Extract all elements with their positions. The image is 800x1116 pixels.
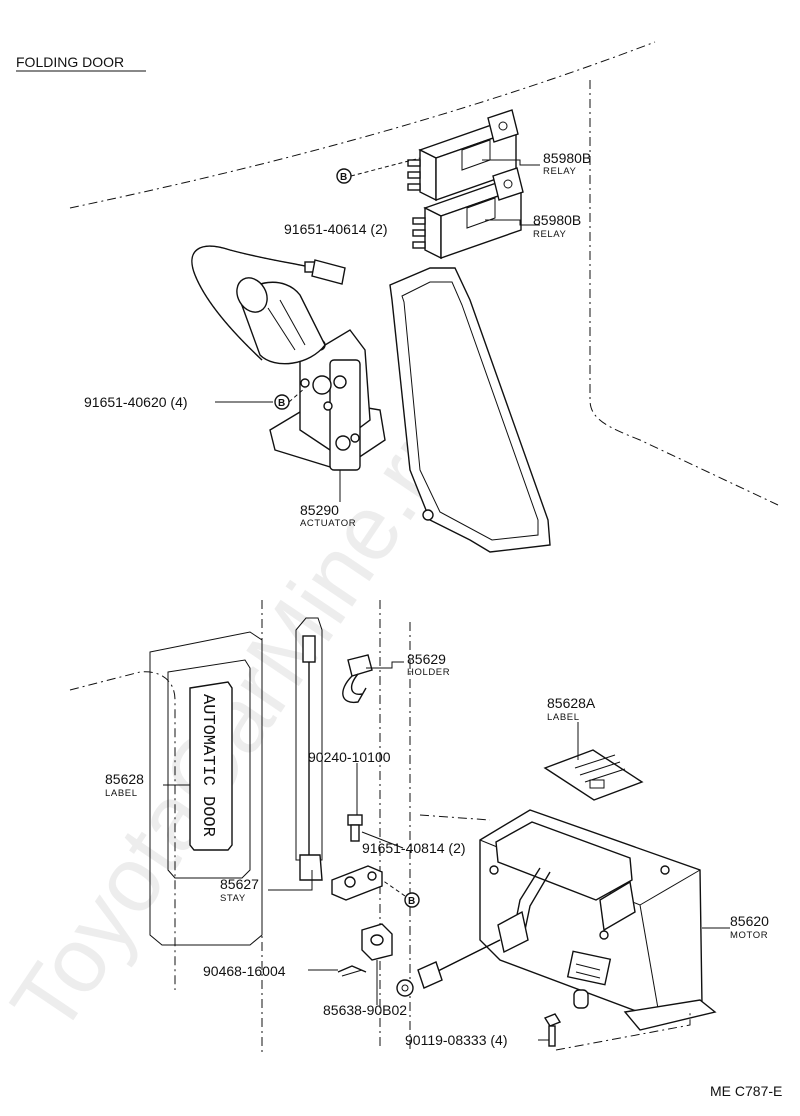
bolt-marker-stay: B [404,892,420,908]
holder[interactable] [342,654,373,704]
part-name-relay-lower: RELAY [533,229,567,240]
part-number-relay-lower: 85980B [533,212,581,228]
page-title: FOLDING DOOR [16,54,124,70]
diagram-code: ME C787-E [710,1083,782,1099]
motor-bolt-dashline [555,1012,691,1051]
part-name-motor-label: LABEL [547,712,580,723]
stay[interactable] [331,865,383,901]
label-door[interactable]: AUTOMATIC DOOR [189,681,233,851]
part-name-label-door: LABEL [105,788,138,799]
part-name-stay: STAY [220,893,246,904]
part-name-actuator: ACTUATOR [300,518,356,529]
part-number-relay-upper: 85980B [543,150,591,166]
part-number-motor: 85620 [730,913,769,929]
part-name-motor: MOTOR [730,930,768,941]
part-number-stay-bolt: 91651-40814 (2) [362,840,466,856]
actuator-cable [191,245,346,361]
bolt-marker-relay-letter: B [340,172,347,183]
actuator-bolt-leader [288,387,306,403]
part-name-holder: HOLDER [407,667,450,678]
bolt-marker-actuator-letter: B [278,398,285,409]
part-number-label-door: 85628 [105,771,144,787]
label-door-text: AUTOMATIC DOOR [198,694,217,837]
stay-rod [295,617,323,881]
motor-label[interactable] [543,749,644,801]
screw[interactable] [347,814,363,842]
part-number-clip: 90468-16004 [203,963,286,979]
relay-bolt-leader [350,157,421,177]
motor[interactable] [479,809,717,1031]
cushion[interactable] [361,923,393,961]
actuator[interactable] [231,272,386,471]
motor-bolt[interactable] [543,1013,562,1047]
part-number-motor-label: 85628A [547,695,596,711]
part-number-holder: 85629 [407,651,446,667]
bolt-marker-actuator: B [274,394,290,410]
stay-bolt-leader [381,879,406,897]
relay-lower[interactable] [412,167,524,260]
part-number-motor-bolt: 90119-08333 (4) [405,1032,507,1048]
motor-arm [396,910,529,997]
part-number-screw: 90240-10100 [308,749,391,765]
bolt-marker-stay-letter: B [408,896,415,907]
bracket-panel [389,267,551,553]
part-name-relay-upper: RELAY [543,166,577,177]
bolt-marker-relay: B [336,168,352,184]
part-number-stay: 85627 [220,876,259,892]
part-number-relay-bolt: 91651-40614 (2) [284,221,388,237]
vehicle-body-outline [69,41,779,1055]
door-panel [149,631,263,946]
part-number-cushion: 85638-90B02 [323,1002,407,1018]
leader-lines [163,159,730,1041]
part-number-actuator-bolt: 91651-40620 (4) [84,394,188,410]
clip[interactable] [337,965,367,977]
part-number-actuator: 85290 [300,502,339,518]
